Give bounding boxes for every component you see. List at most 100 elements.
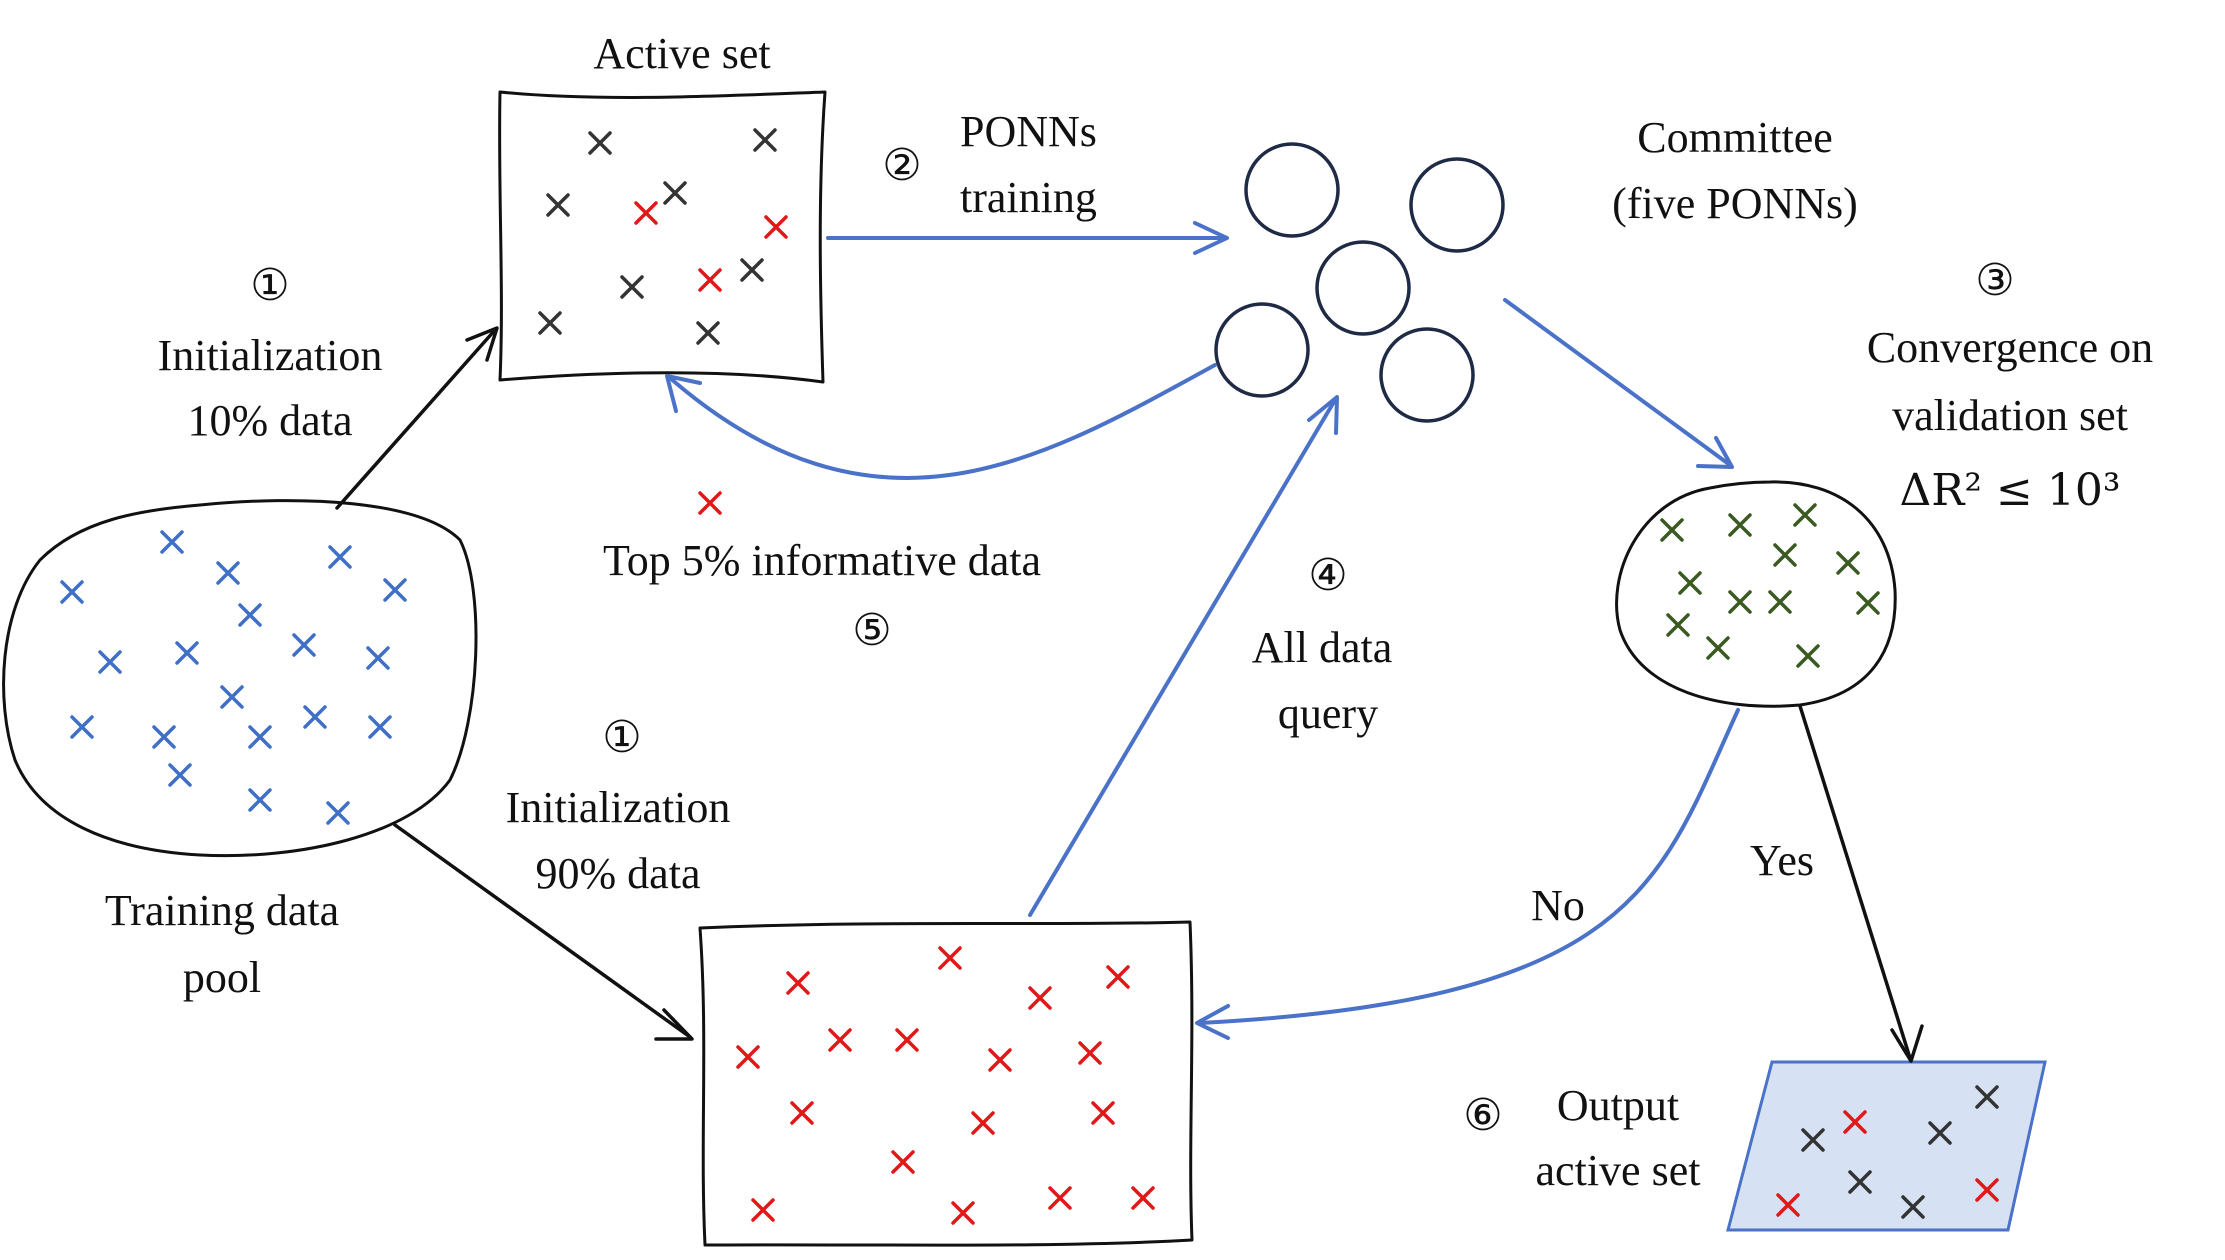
step6-number: ⑥ <box>1463 1090 1502 1141</box>
committee-label-line1: Committee <box>1637 113 1833 162</box>
active-set-cross-mark-icon <box>588 131 612 155</box>
step1a-number: ① <box>250 260 289 311</box>
step3-criterion: ΔR² ≤ 10³ <box>1899 465 2120 516</box>
unlabeled-cross-mark-icon <box>938 946 962 970</box>
validation-cross-mark-icon <box>1728 513 1752 537</box>
training-pool-blob <box>2 499 478 858</box>
unlabeled-cross-mark-icon <box>951 1201 975 1225</box>
step5-label: Top 5% informative data <box>603 536 1041 585</box>
step1b-label-line1: Initialization <box>506 783 731 832</box>
step1b-label-line2: 90% data <box>536 849 701 898</box>
pool-cross-mark-icon <box>98 650 122 674</box>
pool-cross-mark-icon <box>160 530 184 554</box>
unlabeled-cross-mark-icon <box>1131 1186 1155 1210</box>
data-point-marks <box>60 128 1999 1225</box>
step4-number: ④ <box>1308 550 1347 601</box>
active-set-box <box>498 90 827 384</box>
query-return-arrow-head <box>665 374 702 413</box>
pool-cross-mark-icon <box>60 580 84 604</box>
validation-cross-mark-icon <box>1856 591 1880 615</box>
unlabeled-cross-mark-icon <box>1078 1041 1102 1065</box>
unlabeled-cross-mark-icon <box>1106 965 1130 989</box>
init-90-arrow-head <box>654 1008 694 1041</box>
pool-label-line2: pool <box>183 953 261 1002</box>
pool-cross-mark-icon <box>366 646 390 670</box>
validation-set-blob <box>1615 480 1897 708</box>
step4-label-line1: All data <box>1252 623 1393 672</box>
step3-label-line2: validation set <box>1892 391 2128 440</box>
committee-label-line2: (five PONNs) <box>1612 179 1858 228</box>
output-cross-mark-icon <box>1975 1085 1999 1109</box>
step2-label-line2: training <box>960 173 1097 222</box>
no-label: No <box>1531 881 1585 930</box>
step1a-label-line1: Initialization <box>158 331 383 380</box>
pool-cross-mark-icon <box>238 603 262 627</box>
step1a-label-line2: 10% data <box>188 396 353 445</box>
active-set-cross-mark-icon <box>620 275 644 299</box>
unlabeled-cross-mark-icon <box>971 1111 995 1135</box>
active-set-cross-mark-icon <box>634 201 658 225</box>
all-data-query-arrow <box>1028 398 1337 917</box>
output-cross-mark-icon <box>1975 1178 1999 1202</box>
unlabeled-cross-mark-icon <box>895 1028 919 1052</box>
committee-node-5 <box>1379 327 1475 423</box>
pool-cross-mark-icon <box>326 801 350 825</box>
pool-cross-mark-icon <box>383 578 407 602</box>
committee-node-1 <box>1244 142 1340 238</box>
step3-number: ③ <box>1975 255 2014 306</box>
pool-cross-mark-icon <box>70 715 94 739</box>
unlabeled-cross-mark-icon <box>1048 1186 1072 1210</box>
active-set-cross-mark-icon <box>764 215 788 239</box>
unlabeled-cross-mark-icon <box>751 1198 775 1222</box>
yes-arrow <box>1798 704 1912 1060</box>
unlabeled-box <box>698 920 1194 1247</box>
active-set-cross-mark-icon <box>546 193 570 217</box>
validation-cross-mark-icon <box>1706 636 1730 660</box>
validation-cross-mark-icon <box>1773 543 1797 567</box>
pool-cross-mark-icon <box>220 685 244 709</box>
step2-label-line1: PONNs <box>960 107 1097 156</box>
active-set-cross-mark-icon <box>698 268 722 292</box>
validation-cross-mark-icon <box>1678 571 1702 595</box>
pool-cross-mark-icon <box>328 545 352 569</box>
no-arrow-head <box>1195 1004 1230 1040</box>
validation-cross-mark-icon <box>1660 518 1684 542</box>
active-set-cross-mark-icon <box>538 311 562 335</box>
committee-node-3 <box>1315 240 1411 336</box>
pool-cross-mark-icon <box>168 763 192 787</box>
step6-label-line1: Output <box>1557 1081 1679 1130</box>
convergence-arrow <box>1503 298 1732 467</box>
active-set-cross-mark-icon <box>740 258 764 282</box>
output-cross-mark-icon <box>1901 1195 1925 1219</box>
no-arrow <box>1198 708 1740 1025</box>
active-set-cross-mark-icon <box>663 181 687 205</box>
convergence-arrow-head <box>1696 436 1734 469</box>
step2-number: ② <box>882 140 921 191</box>
active-set-cross-mark-icon <box>696 321 720 345</box>
pool-cross-mark-icon <box>152 725 176 749</box>
output-cross-mark-icon <box>1928 1121 1952 1145</box>
unlabeled-cross-mark-icon <box>828 1028 852 1052</box>
step5-number: ⑤ <box>852 605 891 656</box>
pool-cross-mark-icon <box>216 561 240 585</box>
output-cross-mark-icon <box>1848 1170 1872 1194</box>
training-arrow-head <box>1193 221 1229 255</box>
all-data-query-arrow-head <box>1307 395 1339 435</box>
step1b-number: ① <box>602 712 641 763</box>
validation-cross-mark-icon <box>1666 613 1690 637</box>
pool-cross-mark-icon <box>368 715 392 739</box>
unlabeled-cross-mark-icon <box>736 1045 760 1069</box>
pool-label-line1: Training data <box>105 886 339 935</box>
unlabeled-cross-mark-icon <box>786 971 810 995</box>
pool-cross-mark-icon <box>248 725 272 749</box>
step4-label-line2: query <box>1278 689 1378 738</box>
unlabeled-cross-mark-icon <box>1091 1101 1115 1125</box>
validation-cross-mark-icon <box>1768 590 1792 614</box>
init-10-arrow <box>335 328 497 510</box>
query-return-arrow <box>668 363 1217 480</box>
pool-cross-mark-icon <box>175 641 199 665</box>
validation-cross-mark-icon <box>1793 503 1817 527</box>
committee-node-4 <box>1214 302 1310 398</box>
committee-node-2 <box>1409 157 1505 253</box>
step3-label-line1: Convergence on <box>1867 323 2153 372</box>
